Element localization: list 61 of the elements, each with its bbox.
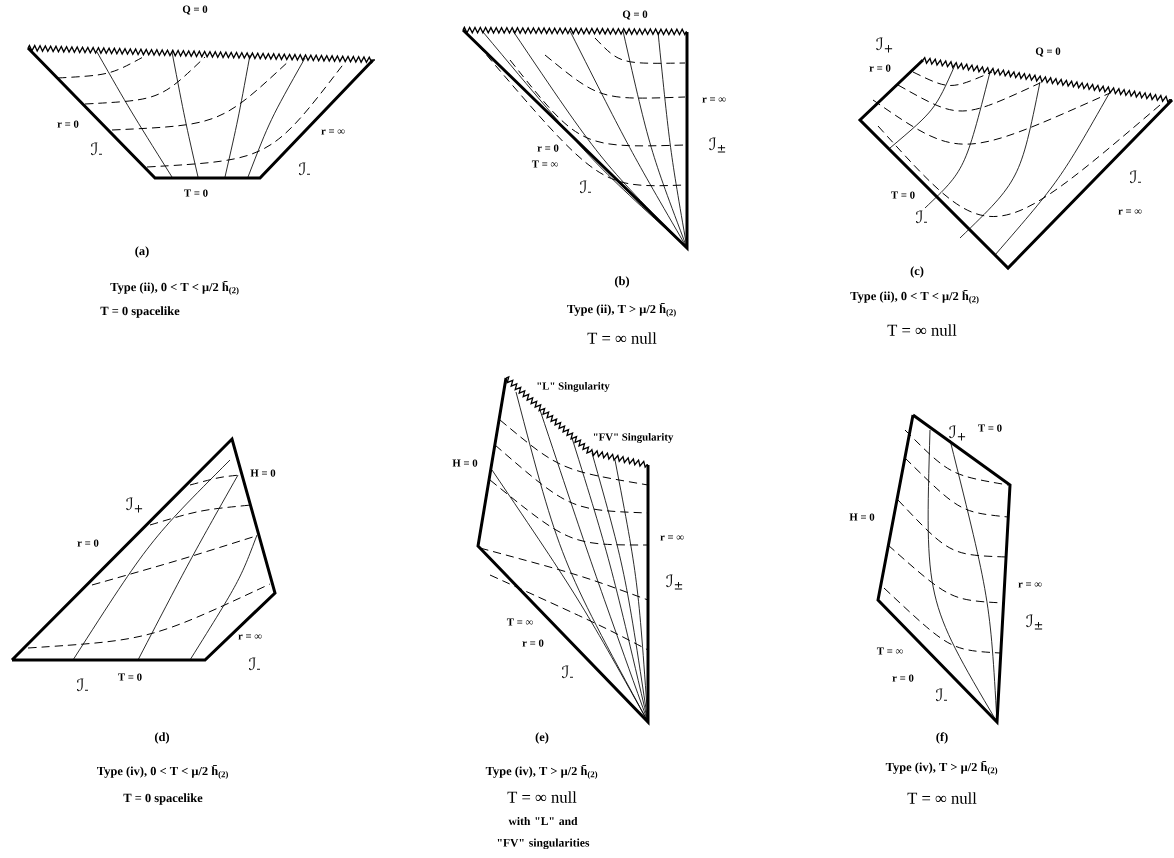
panel-letter: (b) [614, 276, 630, 288]
boundary-label: T = 0 [184, 189, 208, 197]
boundary-label: r = ∞ [660, 535, 684, 541]
caption: Type (iv), T > μ/2 h̄$_{(2)}$ [485, 765, 598, 779]
scri-label: ℐ$_{-}$ [562, 665, 573, 679]
scri-label: ℐ$_{-}$ [1130, 170, 1141, 184]
panel-letter: (e) [535, 732, 549, 744]
caption: T = ∞ null [507, 791, 577, 803]
boundary-label: T = ∞ [506, 618, 533, 626]
caption: Type (iv), T > μ/2 h̄$_{(2)}$ [885, 761, 998, 775]
caption: Type (ii), T > μ/2 h̄$_{(2)}$ [567, 303, 676, 317]
boundary-label: "L" Singularity [537, 382, 610, 392]
scri-label: ℐ$_{-}$ [916, 210, 927, 224]
caption: T = ∞ null [907, 792, 977, 804]
boundary-label: r = ∞ [238, 634, 262, 640]
boundary-label: H = 0 [452, 459, 478, 467]
panel-letter: (f) [936, 732, 948, 744]
boundary-label: "FV" Singularity [593, 433, 674, 443]
boundary-label: H = 0 [849, 513, 875, 521]
caption: Type (ii), 0 < T < μ/2 h̄$_{(2)}$ [850, 290, 979, 304]
boundary-label: r = 0 [869, 64, 891, 72]
boundary-label: r = ∞ [1018, 582, 1042, 588]
boundary-label: Q = 0 [182, 5, 208, 15]
scri-label: ℐ$_{-}$ [91, 142, 102, 156]
scri-label: ℐ$_{±}$ [709, 137, 726, 153]
boundary-label: Q = 0 [622, 10, 648, 20]
boundary-label: r = ∞ [1118, 209, 1142, 215]
caption: Type (iv), 0 < T < μ/2 h̄$_{(2)}$ [97, 765, 228, 779]
boundary-label: r = 0 [57, 120, 79, 128]
boundary-label: T = 0 [891, 191, 915, 199]
scri-label: ℐ$_{+}$ [876, 37, 893, 53]
scri-label: ℐ$_{+}$ [949, 425, 966, 441]
boundary-label: r = 0 [522, 639, 544, 647]
boundary-label: r = 0 [892, 674, 914, 682]
caption: T = ∞ null [887, 324, 957, 336]
panel-letter: (a) [135, 246, 149, 258]
boundary-label: T = ∞ [531, 160, 558, 168]
boundary-label: T = 0 [118, 673, 142, 681]
boundary-label: T = ∞ [876, 647, 903, 655]
caption: T = 0 spacelike [100, 306, 180, 318]
scri-label: ℐ$_{-}$ [580, 180, 591, 194]
caption: with "L" and "FV" singularities [497, 816, 590, 850]
boundary-label: r = ∞ [702, 97, 726, 103]
scri-label: ℐ$_{+}$ [126, 497, 143, 513]
scri-label: ℐ$_{-}$ [936, 688, 947, 702]
caption: T = ∞ null [587, 332, 657, 344]
boundary-label: r = ∞ [321, 129, 345, 135]
boundary-label: r = 0 [77, 539, 99, 547]
caption: Type (ii), 0 < T < μ/2 h̄$_{(2)}$ [110, 281, 239, 295]
scri-label: ℐ$_{-}$ [77, 678, 88, 692]
panel-letter: (d) [154, 732, 170, 744]
panel-letter: (c) [910, 266, 924, 278]
scri-label: ℐ$_{-}$ [299, 162, 310, 176]
scri-label: ℐ$_{±}$ [666, 574, 683, 590]
caption: T = 0 spacelike [123, 793, 203, 805]
boundary-label: T = 0 [978, 424, 1002, 432]
boundary-label: Q = 0 [1035, 47, 1061, 57]
boundary-label: H = 0 [250, 469, 276, 477]
boundary-label: r = 0 [537, 144, 559, 152]
scri-label: ℐ$_{-}$ [249, 657, 260, 671]
scri-label: ℐ$_{±}$ [1026, 614, 1043, 630]
